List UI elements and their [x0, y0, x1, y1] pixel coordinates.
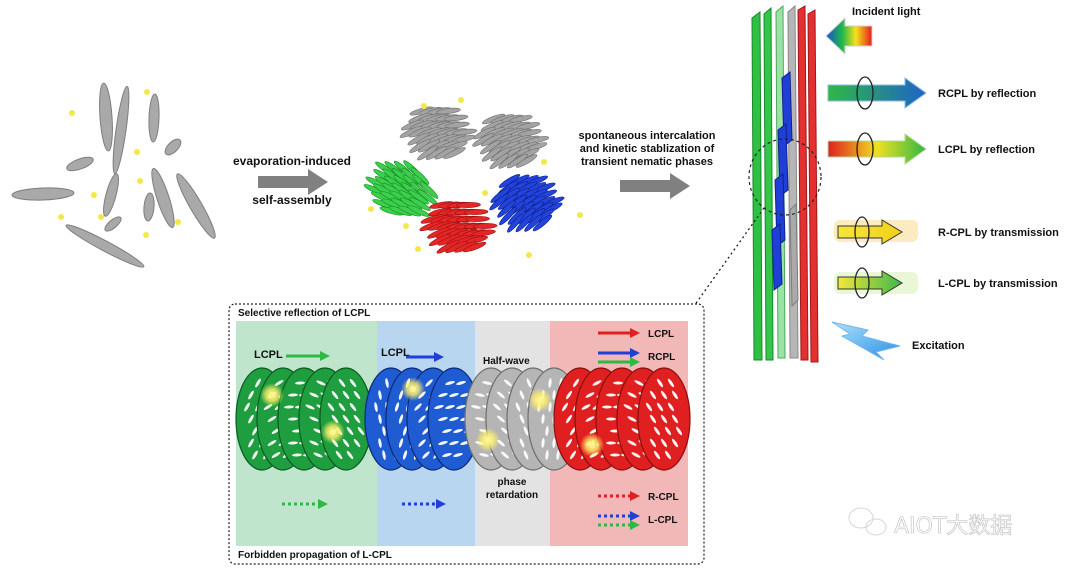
helical-discs: [235, 367, 691, 471]
helix-disc: [319, 367, 373, 471]
zoom-connector: [693, 207, 765, 307]
green-lcpl-label: LCPL: [254, 349, 283, 361]
chat-bubble-icon: [849, 508, 886, 535]
green-dotted-arrow: [282, 499, 328, 509]
inset-footer: Forbidden propagation of L-CPL: [238, 550, 392, 561]
green-domain: [363, 160, 439, 217]
quantum-dots-middle: [368, 97, 583, 258]
lcpl-reflection-arrow: [827, 132, 927, 166]
evaporation-label-line2: self-assembly: [252, 193, 332, 207]
green-lcpl-arrow: [286, 351, 330, 361]
blue-dotted-arrow: [402, 499, 446, 509]
rcpl-transmission-arrow: [834, 216, 918, 248]
evaporation-arrow: [258, 169, 328, 195]
intercalation-label-line1: spontaneous intercalation: [579, 130, 716, 142]
legend-lcpl-dotted-label: L-CPL: [648, 515, 677, 526]
legend-rcpl-label: RCPL: [648, 352, 675, 363]
gray-domain-2: [472, 113, 550, 170]
rcpl-reflection-arrow: [827, 76, 927, 110]
legend-lcpl-dotted-arrows: [598, 511, 640, 530]
assembled-domains: [363, 106, 565, 254]
lcpl-transmission-label: L-CPL by transmission: [938, 278, 1058, 290]
watermark-text: AIOT大数据: [894, 514, 1012, 539]
evaporation-label-line1: evaporation-induced: [233, 154, 351, 168]
legend-rcpl-arrows: [598, 348, 640, 367]
lcpl-reflection-label: LCPL by reflection: [938, 144, 1035, 156]
intercalation-label-line3: transient nematic phases: [581, 156, 713, 168]
rcpl-reflection-label: RCPL by reflection: [938, 88, 1036, 100]
rcpl-transmission-label: R-CPL by transmission: [938, 227, 1059, 239]
quantum-dots-left: [58, 89, 181, 238]
phase-label: phase: [498, 477, 527, 488]
blue-domain: [489, 174, 565, 233]
gray-domain-1: [399, 106, 478, 161]
legend-rcpl-dotted-arrow: [598, 491, 640, 501]
lcpl-transmission-arrow: [834, 267, 918, 299]
excitation-bolt-icon: [831, 321, 901, 361]
incident-light-label: Incident light: [852, 6, 921, 18]
incident-light-arrow: [825, 16, 873, 56]
half-wave-label: Half-wave: [483, 356, 530, 367]
chiral-film-stack: [748, 4, 822, 363]
intercalation-arrow: [620, 173, 690, 199]
intercalation-label-line2: and kinetic stablization of: [580, 143, 715, 155]
retardation-label: retardation: [486, 490, 538, 501]
excitation-label: Excitation: [912, 340, 965, 352]
dispersed-nanorods: [11, 82, 216, 268]
blue-lcpl-arrow: [406, 352, 444, 362]
watermark: AIOT大数据: [848, 507, 1013, 539]
legend-lcpl-label: LCPL: [648, 329, 674, 340]
inset-title: Selective reflection of LCPL: [238, 308, 370, 319]
helix-disc: [637, 367, 691, 471]
legend-rcpl-dotted-label: R-CPL: [648, 492, 679, 503]
legend-lcpl-arrow: [598, 328, 640, 338]
red-domain: [419, 201, 498, 254]
blue-lcpl-label: LCPL: [381, 347, 410, 359]
